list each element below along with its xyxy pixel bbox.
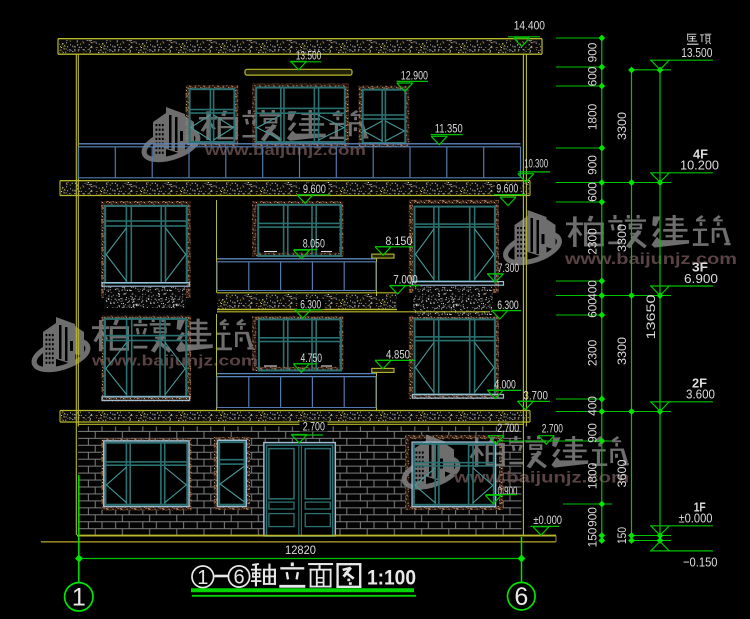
svg-text:6.300: 6.300 bbox=[497, 300, 519, 312]
svg-text:6: 6 bbox=[514, 583, 528, 611]
svg-text:2300: 2300 bbox=[588, 340, 600, 366]
svg-text:900: 900 bbox=[588, 43, 600, 63]
svg-text:3600: 3600 bbox=[617, 460, 629, 488]
svg-text:6: 6 bbox=[233, 567, 244, 589]
svg-text:www.baijunjz.com: www.baijunjz.com bbox=[564, 251, 737, 268]
svg-text:1: 1 bbox=[72, 584, 86, 612]
svg-text:1: 1 bbox=[197, 567, 208, 589]
svg-text:12820: 12820 bbox=[285, 543, 316, 557]
svg-text:900: 900 bbox=[588, 507, 600, 527]
svg-text:3.600: 3.600 bbox=[686, 387, 715, 402]
svg-text:3300: 3300 bbox=[617, 112, 629, 140]
svg-text:6.900: 6.900 bbox=[684, 271, 718, 286]
svg-text:www.baijunjz.com: www.baijunjz.com bbox=[204, 142, 366, 159]
svg-text:±0.000: ±0.000 bbox=[533, 515, 562, 527]
svg-text:8.050: 8.050 bbox=[303, 239, 325, 251]
svg-text:600: 600 bbox=[588, 182, 600, 202]
svg-text:±0.000: ±0.000 bbox=[679, 511, 713, 526]
svg-text:400: 400 bbox=[588, 396, 600, 416]
svg-text:3300: 3300 bbox=[617, 224, 629, 252]
svg-text:9.600: 9.600 bbox=[496, 184, 518, 196]
svg-text:600: 600 bbox=[588, 67, 600, 87]
svg-text:7.000: 7.000 bbox=[393, 275, 418, 287]
svg-text:150: 150 bbox=[588, 528, 600, 548]
svg-text:4F: 4F bbox=[693, 147, 708, 161]
svg-text:1F: 1F bbox=[694, 500, 706, 514]
svg-text:10.200: 10.200 bbox=[680, 158, 719, 173]
svg-text:2.700: 2.700 bbox=[303, 422, 325, 434]
svg-text:11.350: 11.350 bbox=[435, 124, 463, 136]
svg-text:9.600: 9.600 bbox=[303, 184, 326, 196]
svg-text:www.baijunjz.com: www.baijunjz.com bbox=[453, 470, 629, 487]
svg-text:3300: 3300 bbox=[617, 337, 629, 365]
svg-text:900: 900 bbox=[588, 423, 600, 443]
svg-text:13650: 13650 bbox=[646, 295, 658, 340]
svg-text:2300: 2300 bbox=[588, 228, 600, 254]
svg-text:150: 150 bbox=[617, 527, 629, 544]
svg-text:13.500: 13.500 bbox=[681, 45, 712, 60]
svg-text:400: 400 bbox=[588, 280, 600, 300]
svg-text:−0.150: −0.150 bbox=[683, 555, 718, 570]
svg-text:12.900: 12.900 bbox=[401, 71, 428, 83]
svg-text:6.300: 6.300 bbox=[300, 299, 321, 311]
svg-text:4.000: 4.000 bbox=[494, 380, 516, 392]
svg-text:1800: 1800 bbox=[588, 104, 600, 130]
svg-text:14.400: 14.400 bbox=[514, 20, 545, 32]
svg-text:900: 900 bbox=[588, 155, 600, 175]
svg-text:3F: 3F bbox=[692, 261, 708, 275]
svg-text:2.700: 2.700 bbox=[542, 424, 563, 436]
svg-text:2.700: 2.700 bbox=[497, 423, 519, 435]
svg-text:4.850: 4.850 bbox=[386, 350, 410, 362]
svg-text:1:100: 1:100 bbox=[367, 566, 416, 589]
svg-text:7.300: 7.300 bbox=[498, 263, 519, 275]
svg-text:8.150: 8.150 bbox=[385, 236, 412, 248]
svg-text:4.750: 4.750 bbox=[301, 353, 323, 365]
svg-text:3.700: 3.700 bbox=[523, 391, 548, 403]
svg-text:2F: 2F bbox=[692, 376, 707, 390]
svg-text:13.500: 13.500 bbox=[296, 51, 322, 63]
svg-text:10.300: 10.300 bbox=[524, 159, 548, 171]
svg-text:600: 600 bbox=[588, 298, 600, 318]
svg-text:1800: 1800 bbox=[588, 463, 600, 489]
